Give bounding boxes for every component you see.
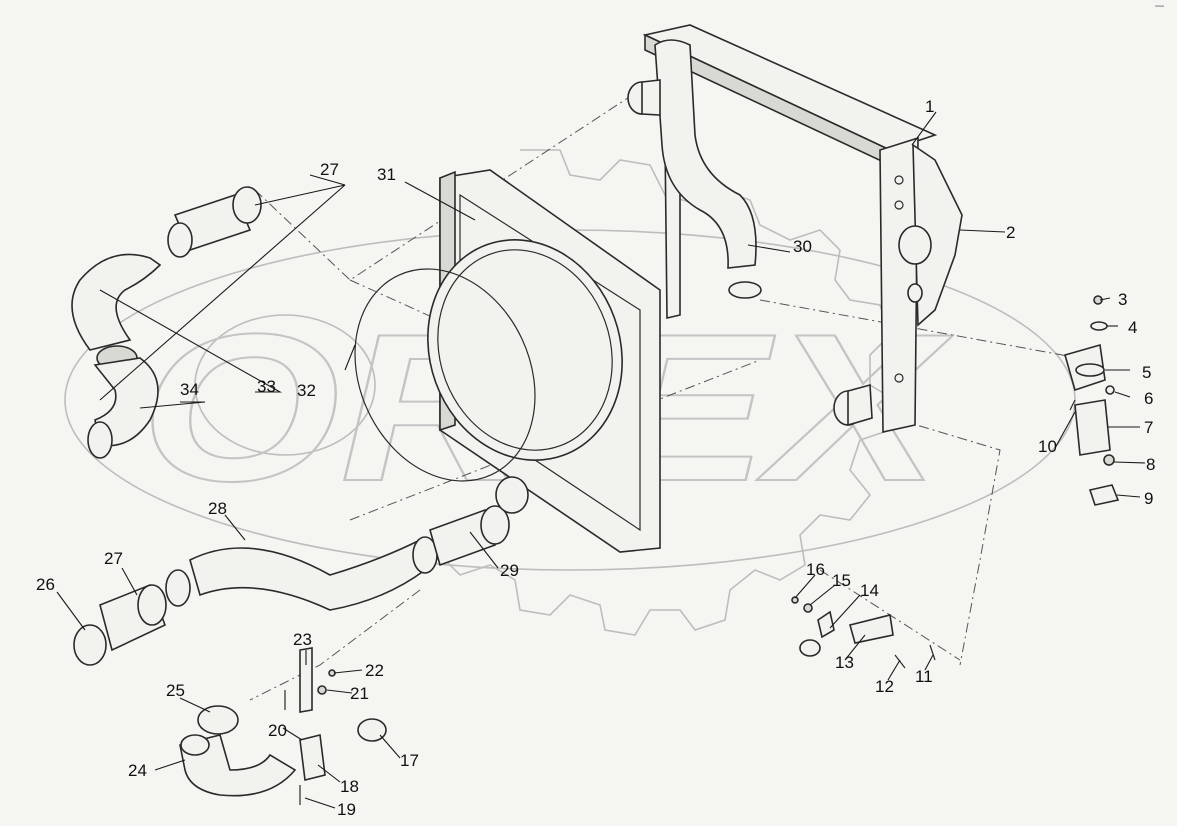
upper-hose-assembly (71, 186, 262, 459)
callout-21: 21 (350, 684, 369, 703)
callout-11: 11 (915, 667, 933, 686)
callout-26: 26 (36, 575, 55, 594)
callout-16: 16 (806, 560, 825, 579)
callout-2: 2 (1006, 223, 1015, 242)
radiator-frame (642, 24, 963, 433)
small-pipe-assembly (179, 705, 297, 797)
callout-7: 7 (1144, 418, 1153, 437)
watermark-ring-inner (194, 314, 376, 456)
callout-8: 8 (1146, 455, 1155, 474)
callout-27-lower: 27 (104, 549, 123, 568)
callout-18: 18 (340, 777, 359, 796)
callout-13: 13 (835, 653, 854, 672)
corner-mark: ˜˜˜ (1154, 4, 1165, 14)
callout-23: 23 (293, 630, 312, 649)
callout-5: 5 (1142, 363, 1151, 382)
callout-33: 33 (257, 377, 276, 396)
small-parts (284, 295, 1120, 805)
callout-4: 4 (1128, 318, 1137, 337)
callout-6: 6 (1144, 389, 1153, 408)
callout-32: 32 (297, 381, 316, 400)
callout-9: 9 (1144, 489, 1153, 508)
callout-30: 30 (793, 237, 812, 256)
callout-10: 10 (1038, 437, 1057, 456)
callout-24: 24 (128, 761, 147, 780)
callout-22: 22 (365, 661, 384, 680)
callout-19: 19 (337, 800, 356, 819)
callout-31: 31 (377, 165, 396, 184)
callout-labels: 1 2 3 4 5 6 7 8 9 10 11 12 13 14 15 16 1… (36, 97, 1155, 819)
callout-12: 12 (875, 677, 894, 696)
callout-27-upper: 27 (320, 160, 339, 179)
shroud-ring (354, 268, 536, 482)
callout-25: 25 (166, 681, 185, 700)
fan-shroud (354, 169, 661, 553)
callout-20: 20 (268, 721, 287, 740)
callout-1: 1 (925, 97, 934, 116)
lower-hose-assembly (73, 476, 529, 666)
callout-29: 29 (500, 561, 519, 580)
callout-34: 34 (180, 380, 199, 399)
upper-coolant-pipe (627, 39, 873, 427)
callout-17: 17 (400, 751, 419, 770)
callout-3: 3 (1118, 290, 1127, 309)
callout-14: 14 (860, 581, 879, 600)
leader-lines (56, 111, 1146, 809)
callout-28: 28 (208, 499, 227, 518)
callout-15: 15 (832, 571, 851, 590)
